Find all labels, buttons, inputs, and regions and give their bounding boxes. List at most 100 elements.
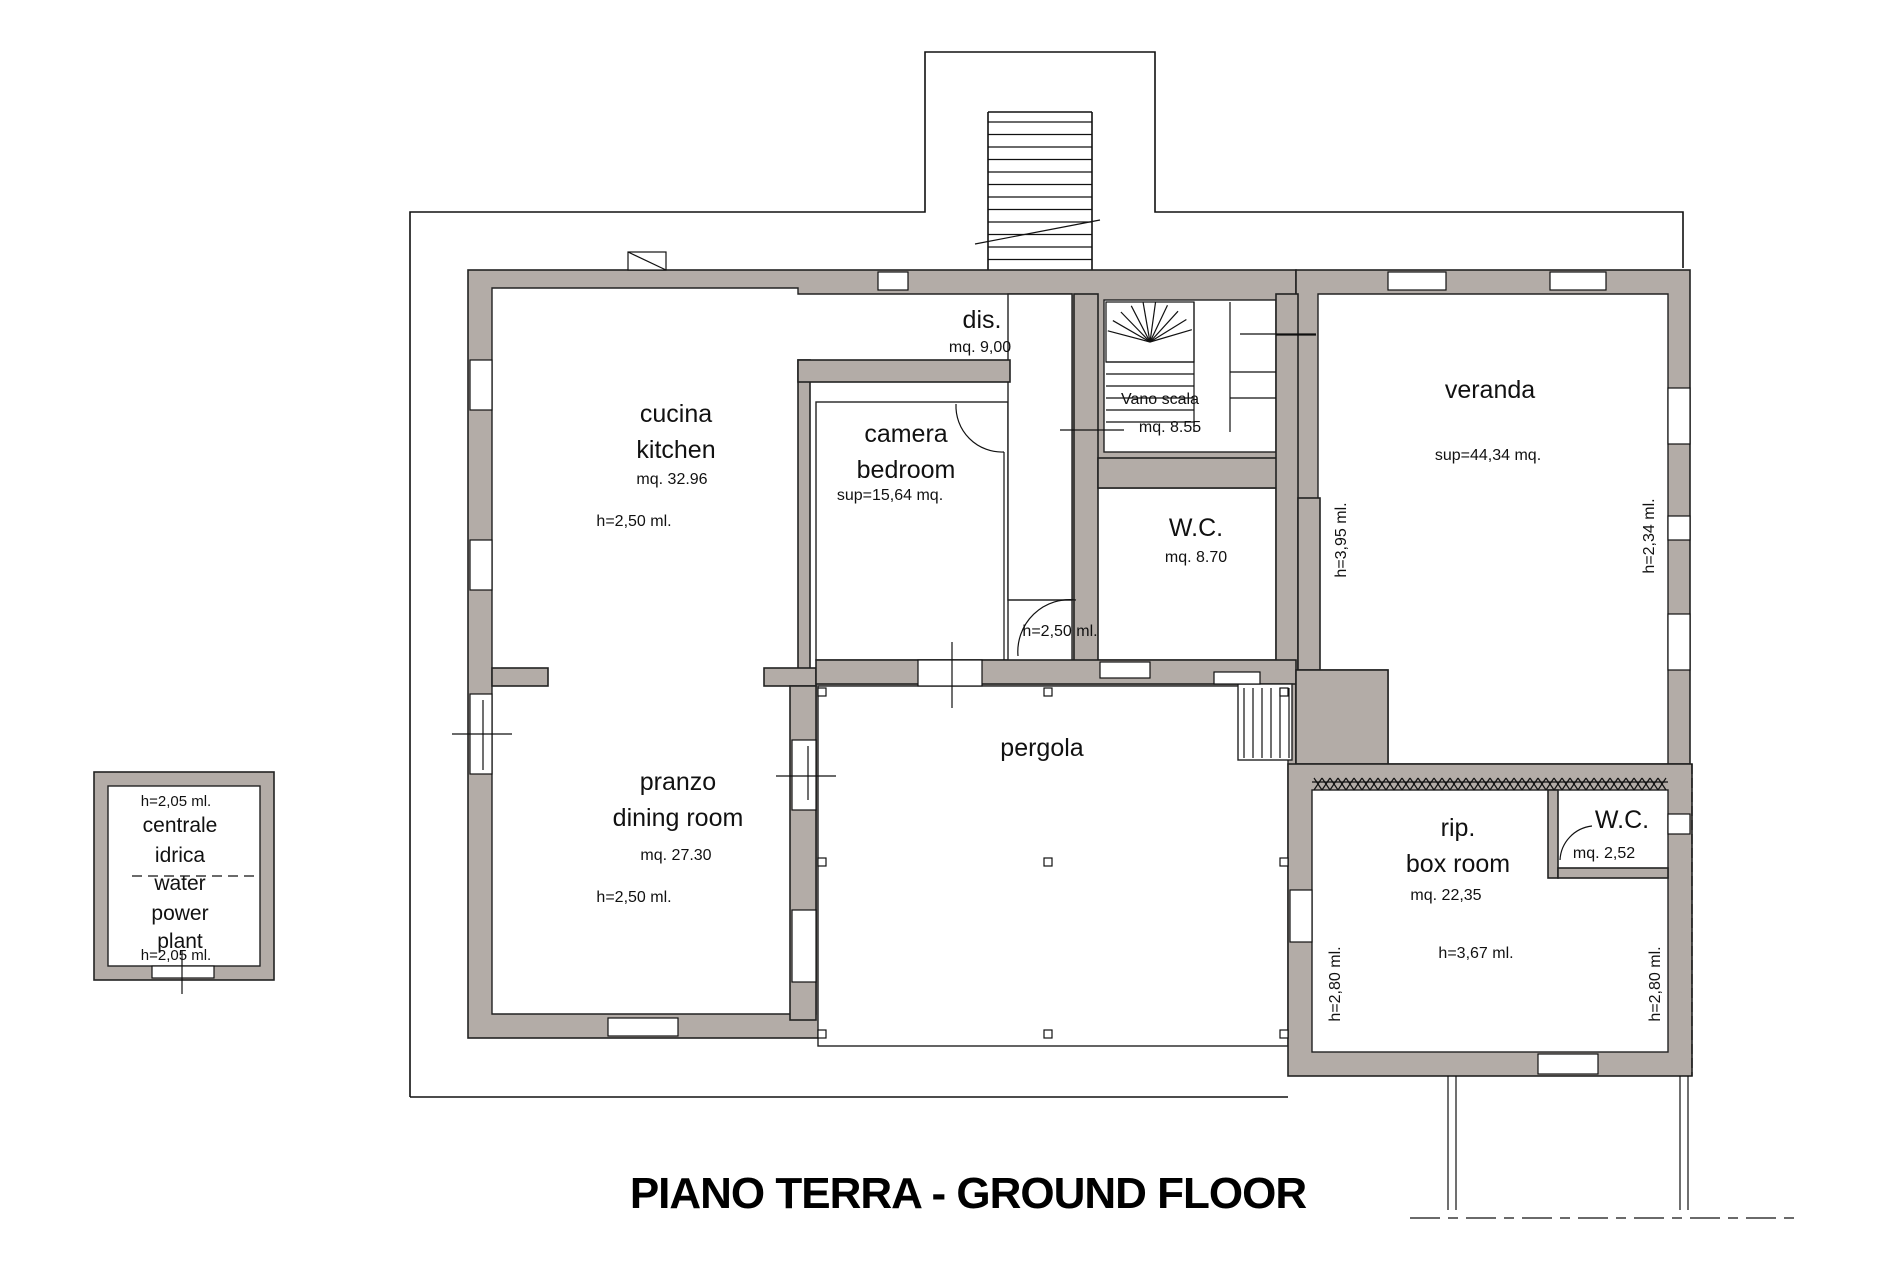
boxroom-area: mq. 22,35 — [1410, 887, 1481, 904]
hatch-line — [1601, 777, 1611, 791]
pergola-column — [817, 1029, 827, 1039]
dining-label-en: dining room — [613, 804, 744, 832]
box-room-annex — [1287, 763, 1693, 1077]
hatch-line — [1497, 777, 1507, 791]
stair-step — [1130, 305, 1151, 343]
plant-line-5: plant — [157, 930, 203, 953]
hatch-line — [1321, 777, 1331, 791]
external-staircase — [974, 111, 1101, 272]
dining-height: h=2,50 ml. — [596, 889, 671, 906]
hatch-line — [1617, 777, 1627, 791]
hatch-line — [1489, 777, 1499, 791]
wc2-label: W.C. — [1595, 806, 1649, 834]
pergola-label: pergola — [1000, 734, 1083, 762]
boxroom-height-left: h=2,80 ml. — [1327, 946, 1344, 1021]
plant-line-3: water — [153, 872, 205, 895]
pergola-column — [1279, 857, 1289, 867]
hatch-line — [1409, 777, 1419, 791]
hatch-line — [1537, 777, 1547, 791]
hatch-line — [1633, 777, 1643, 791]
pergola-column — [817, 857, 827, 867]
plant-line-4: power — [151, 902, 208, 925]
hatch-line — [1641, 777, 1651, 791]
boxroom-height: h=3,67 ml. — [1438, 945, 1513, 962]
labels: cucina kitchen mq. 32.96 h=2,50 ml. pran… — [141, 306, 1664, 1218]
wc1-area: mq. 8.70 — [1165, 549, 1227, 566]
plant-line-1: centrale — [143, 814, 218, 837]
hatch-line — [1377, 777, 1387, 791]
kitchen-label-en: kitchen — [636, 436, 715, 464]
plant-building — [93, 771, 275, 994]
boxroom-label-en: box room — [1406, 850, 1510, 878]
hatch-line — [1353, 777, 1363, 791]
hatch-line — [1553, 777, 1563, 791]
veranda-label: veranda — [1445, 376, 1535, 404]
hatch-line — [1433, 777, 1443, 791]
stair-step — [1149, 329, 1193, 343]
pergola-steps — [1237, 683, 1293, 761]
hatch-line — [1337, 777, 1347, 791]
section-marks — [452, 334, 1316, 800]
hatch-line — [1657, 777, 1667, 791]
room-interiors — [491, 287, 1669, 1047]
stair-step — [1149, 305, 1169, 343]
terrace-outline — [409, 51, 1684, 1098]
hatch-line — [1417, 777, 1427, 791]
pergola-columns — [817, 687, 1289, 1039]
hatch-line — [1609, 777, 1619, 791]
hatch-line — [1425, 777, 1435, 791]
pergola-column — [1043, 857, 1053, 867]
hatch-line — [1545, 777, 1555, 791]
hatch-line — [1329, 777, 1339, 791]
hatch-line — [1593, 777, 1603, 791]
wc1-label: W.C. — [1169, 514, 1223, 542]
dining-area: mq. 27.30 — [640, 847, 711, 864]
boxroom-height-right: h=2,80 ml. — [1647, 946, 1664, 1021]
dis-area: mq. 9,00 — [949, 339, 1011, 356]
hatch-line — [1513, 777, 1523, 791]
pergola-column — [817, 687, 827, 697]
kitchen-height: h=2,50 ml. — [596, 513, 671, 530]
hatch-line — [1585, 777, 1595, 791]
hatch-line — [1393, 777, 1403, 791]
hatch-line — [1401, 777, 1411, 791]
plan-title: PIANO TERRA - GROUND FLOOR — [630, 1169, 1307, 1218]
bedroom-height: h=2,50 ml. — [1022, 623, 1097, 640]
hatch-line — [1521, 777, 1531, 791]
wc2-area: mq. 2,52 — [1573, 845, 1635, 862]
hatch-line — [1529, 777, 1539, 791]
stair-step — [1107, 330, 1151, 343]
veranda-height-left: h=3,95 ml. — [1333, 502, 1350, 577]
windows — [469, 271, 1691, 1075]
stair-step — [1112, 320, 1151, 343]
hatch-line — [1561, 777, 1571, 791]
internal-staircase — [1105, 301, 1316, 432]
boxroom-label-it: rip. — [1441, 814, 1476, 842]
veranda-area: sup=44,34 mq. — [1435, 447, 1541, 464]
hatch-line — [1369, 777, 1379, 791]
hatch-line — [1473, 777, 1483, 791]
stair-step — [1142, 302, 1151, 343]
stair-step — [1149, 319, 1187, 343]
plant-height-bottom: h=2,05 ml. — [141, 947, 211, 964]
hatch-line — [1577, 777, 1587, 791]
bedroom-label-it: camera — [864, 420, 947, 448]
stair-label: Vano scala — [1121, 391, 1199, 408]
hatch-line — [1449, 777, 1459, 791]
dining-label-it: pranzo — [640, 768, 716, 796]
plant-line-2: idrica — [155, 844, 206, 867]
plant-height-top: h=2,05 ml. — [141, 793, 211, 810]
bedroom-label-en: bedroom — [857, 456, 956, 484]
railings — [1410, 764, 1800, 1219]
hatch-line — [1345, 777, 1355, 791]
hatch-line — [1457, 777, 1467, 791]
hatch-line — [1505, 777, 1515, 791]
hatch-line — [1481, 777, 1491, 791]
hatch-line — [1385, 777, 1395, 791]
hatch-line — [1465, 777, 1475, 791]
kitchen-area: mq. 32.96 — [636, 471, 707, 488]
pergola-column — [1043, 1029, 1053, 1039]
pergola-column — [1279, 1029, 1289, 1039]
stair-step — [1149, 310, 1179, 343]
